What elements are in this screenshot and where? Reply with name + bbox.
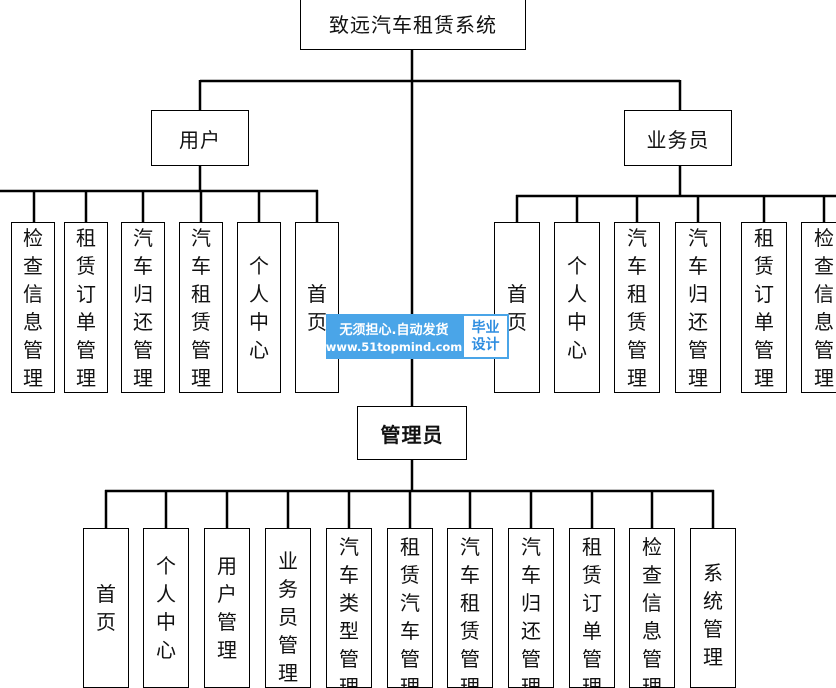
- admin-item-staff-management: 业务员管理: [265, 528, 311, 688]
- admin-item-staff-management-label: 业务员管理: [278, 549, 298, 685]
- staff-item-car-return: 汽车归还管理: [675, 222, 721, 393]
- watermark-slogan: 无须担心.自动发货: [339, 323, 449, 338]
- root-node-title: 致远汽车租赁系统: [300, 0, 526, 50]
- admin-item-user-management-label: 用户管理: [217, 554, 237, 662]
- admin-item-rental-orders: 租赁订单管理: [569, 528, 615, 688]
- staff-item-personal-center: 个人中心: [554, 222, 600, 393]
- admin-item-personal-center: 个人中心: [143, 528, 189, 688]
- admin-item-car-type-label: 汽车类型管理: [339, 535, 359, 688]
- staff-item-car-rental: 汽车租赁管理: [614, 222, 660, 393]
- admin-item-home: 首页: [83, 528, 129, 688]
- watermark-badge-top: 毕业: [471, 319, 500, 336]
- user-item-car-return: 汽车归还管理: [121, 222, 165, 393]
- admin-item-system-management: 系统管理: [690, 528, 736, 688]
- user-item-personal-center-label: 个人中心: [249, 253, 269, 362]
- user-item-car-return-label: 汽车归还管理: [133, 225, 153, 390]
- watermark-url: www.51topmind.com: [325, 340, 463, 354]
- admin-item-personal-center-label: 个人中心: [156, 554, 176, 662]
- user-item-rental-orders: 租赁订单管理: [64, 222, 108, 393]
- staff-item-home-label: 首页: [507, 281, 527, 334]
- staff-item-rental-orders-label: 租赁订单管理: [754, 225, 774, 390]
- role-node-admin: 管理员: [357, 406, 467, 460]
- admin-item-check-info: 检查信息管理: [629, 528, 675, 688]
- user-item-car-rental-label: 汽车租赁管理: [191, 225, 211, 390]
- user-item-personal-center: 个人中心: [237, 222, 281, 393]
- admin-item-rental-orders-label: 租赁订单管理: [582, 535, 602, 688]
- user-item-check-info: 检查信息管理: [11, 222, 55, 393]
- staff-item-check-info-label: 检查信息管理: [814, 225, 834, 390]
- admin-item-user-management: 用户管理: [204, 528, 250, 688]
- staff-item-rental-orders: 租赁订单管理: [741, 222, 787, 393]
- user-item-home-label: 首页: [307, 281, 327, 334]
- user-item-car-rental: 汽车租赁管理: [179, 222, 223, 393]
- admin-item-rental-cars-label: 租赁汽车管理: [400, 535, 420, 688]
- staff-item-car-return-label: 汽车归还管理: [688, 225, 708, 390]
- admin-item-rental-cars: 租赁汽车管理: [387, 528, 433, 688]
- admin-item-check-info-label: 检查信息管理: [642, 535, 662, 688]
- role-node-staff: 业务员: [624, 110, 732, 166]
- admin-item-car-return: 汽车归还管理: [508, 528, 554, 688]
- admin-item-car-rental-label: 汽车租赁管理: [460, 535, 480, 688]
- staff-item-check-info: 检查信息管理: [801, 222, 836, 393]
- admin-item-home-label: 首页: [96, 582, 116, 634]
- watermark-badge-bottom: 设计: [471, 336, 500, 353]
- staff-item-personal-center-label: 个人中心: [567, 253, 587, 362]
- watermark-text-block: 无须担心.自动发货 www.51topmind.com: [326, 314, 462, 359]
- user-item-check-info-label: 检查信息管理: [23, 225, 43, 390]
- user-item-rental-orders-label: 租赁订单管理: [76, 225, 96, 390]
- watermark-banner: 无须担心.自动发货 www.51topmind.com 毕业 设计: [326, 314, 509, 359]
- watermark-badge: 毕业 设计: [462, 314, 509, 359]
- role-node-user: 用户: [151, 110, 249, 166]
- user-item-home: 首页: [295, 222, 339, 393]
- staff-item-car-rental-label: 汽车租赁管理: [627, 225, 647, 390]
- admin-item-car-rental: 汽车租赁管理: [447, 528, 493, 688]
- connector-lines: [0, 50, 836, 528]
- admin-item-car-type: 汽车类型管理: [326, 528, 372, 688]
- staff-item-home: 首页: [494, 222, 540, 393]
- admin-item-car-return-label: 汽车归还管理: [521, 535, 541, 688]
- admin-item-system-management-label: 系统管理: [703, 561, 723, 669]
